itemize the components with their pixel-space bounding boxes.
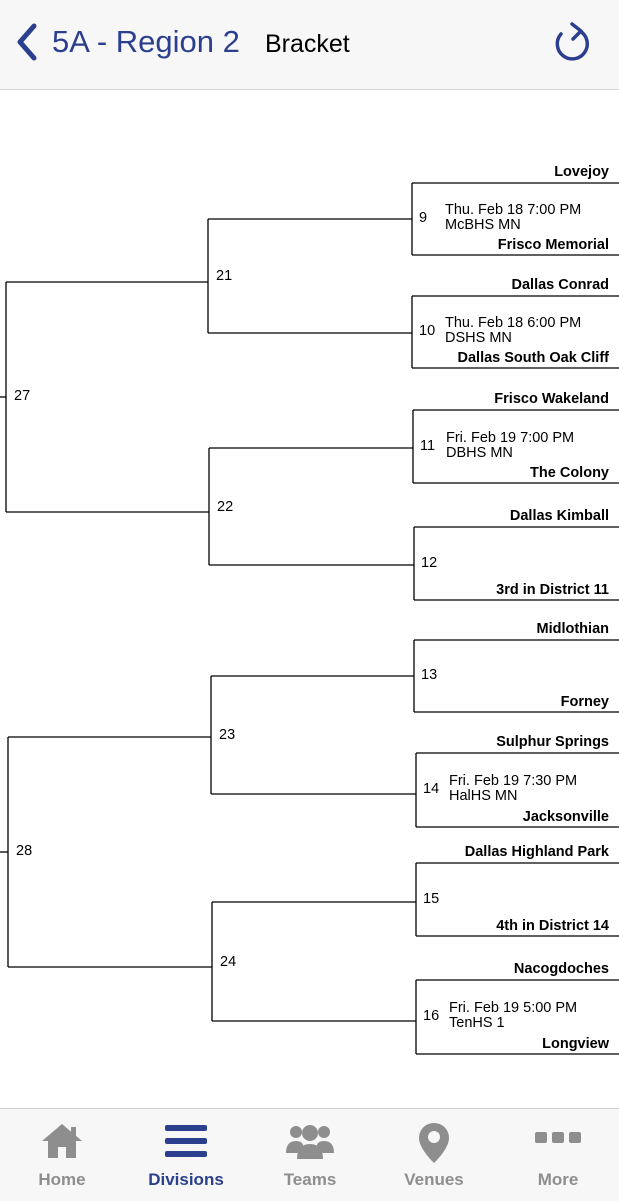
game-venue: HalHS MN <box>449 788 518 804</box>
game-number[interactable]: 23 <box>219 727 236 743</box>
tab-more[interactable]: More <box>496 1109 619 1201</box>
tab-more-label: More <box>537 1170 579 1189</box>
refresh-button[interactable] <box>551 19 593 65</box>
tab-divisions-label: Divisions <box>148 1170 224 1189</box>
game-number[interactable]: 12 <box>421 554 438 571</box>
team-name[interactable]: Dallas Highland Park <box>464 844 609 860</box>
team-name[interactable]: Forney <box>560 694 609 710</box>
page-subtitle: Bracket <box>265 30 350 58</box>
game-venue: TenHS 1 <box>449 1015 505 1031</box>
more-icon <box>534 1129 582 1150</box>
teams-icon <box>285 1121 335 1166</box>
team-name[interactable]: Longview <box>542 1036 609 1052</box>
game-number[interactable]: 21 <box>216 268 233 284</box>
team-name[interactable]: Dallas Conrad <box>511 277 610 293</box>
tab-home[interactable]: Home <box>0 1109 124 1201</box>
bracket-lines <box>0 182 619 1055</box>
game-datetime: Thu. Feb 18 7:00 PM <box>445 202 582 218</box>
tab-venues-label: Venues <box>404 1170 464 1189</box>
game-number[interactable]: 27 <box>14 388 31 404</box>
tab-home-label: Home <box>38 1170 86 1189</box>
team-name[interactable]: The Colony <box>530 465 609 481</box>
page-title: 5A - Region 2 <box>52 24 240 59</box>
game-datetime: Fri. Feb 19 7:00 PM <box>446 429 575 446</box>
tab-bar: Home Divisions Teams <box>0 1108 619 1201</box>
team-name[interactable]: Dallas Kimball <box>509 508 609 524</box>
venue-pin-icon <box>417 1121 451 1170</box>
divisions-icon <box>163 1121 209 1166</box>
team-name[interactable]: Midlothian <box>536 621 610 637</box>
tab-venues[interactable]: Venues <box>372 1109 496 1201</box>
game-number[interactable]: 13 <box>421 667 438 683</box>
team-name[interactable]: Frisco Wakeland <box>494 391 609 407</box>
refresh-icon <box>555 22 590 61</box>
home-icon <box>39 1121 85 1166</box>
game-number[interactable]: 28 <box>16 843 33 859</box>
game-datetime: Thu. Feb 18 6:00 PM <box>445 315 582 331</box>
game-number[interactable]: 15 <box>423 890 440 907</box>
team-name[interactable]: Sulphur Springs <box>496 734 609 750</box>
game-number[interactable]: 16 <box>423 1008 440 1024</box>
chevron-left-icon <box>17 23 37 61</box>
game-number[interactable]: 10 <box>419 323 436 339</box>
game-number[interactable]: 9 <box>419 210 428 226</box>
game-number[interactable]: 24 <box>220 953 237 970</box>
team-name[interactable]: 3rd in District 11 <box>496 582 609 598</box>
tab-divisions[interactable]: Divisions <box>124 1109 248 1201</box>
game-datetime: Fri. Feb 19 5:00 PM <box>449 1000 578 1016</box>
team-name[interactable]: 4th in District 14 <box>496 918 609 934</box>
game-datetime: Fri. Feb 19 7:30 PM <box>449 773 578 789</box>
game-venue: DBHS MN <box>446 444 513 461</box>
team-name[interactable]: Lovejoy <box>554 164 609 180</box>
tab-teams[interactable]: Teams <box>248 1109 372 1201</box>
team-name[interactable]: Jacksonville <box>522 809 609 825</box>
back-button[interactable] <box>12 22 42 62</box>
header-bar: 5A - Region 2 Bracket <box>0 0 619 90</box>
team-name[interactable]: Frisco Memorial <box>497 237 609 253</box>
game-number[interactable]: 11 <box>420 437 436 454</box>
team-name[interactable]: Nacogdoches <box>513 961 609 977</box>
game-venue: DSHS MN <box>445 330 512 346</box>
game-number[interactable]: 14 <box>423 781 440 797</box>
game-venue: McBHS MN <box>445 217 521 233</box>
game-number[interactable]: 22 <box>217 498 234 515</box>
tab-teams-label: Teams <box>283 1170 337 1189</box>
team-name[interactable]: Dallas South Oak Cliff <box>457 350 609 366</box>
